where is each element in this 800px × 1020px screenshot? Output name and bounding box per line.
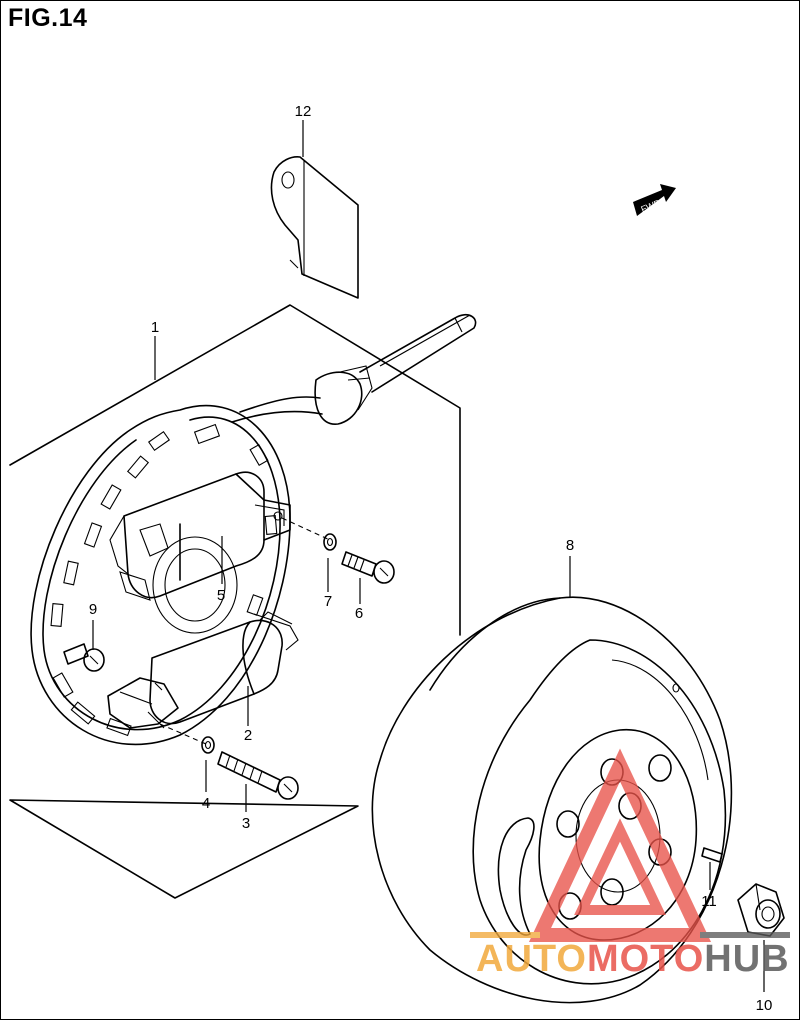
watermark-logo: [470, 748, 790, 942]
callout-5: 5: [217, 587, 225, 604]
callout-8: 8: [566, 537, 574, 554]
part-7-washer: [323, 533, 337, 551]
callout-1: 1: [151, 319, 159, 336]
callout-7: 7: [324, 593, 332, 610]
part-11-key: [701, 847, 723, 863]
callout-2: 2: [244, 727, 252, 744]
part-4-washer: [201, 736, 215, 754]
part-2-coil: [107, 611, 299, 729]
part-3-screw: [217, 751, 299, 800]
stator-plate: [30, 404, 291, 746]
part-9-screw: [63, 643, 105, 672]
callout-4: 4: [202, 795, 210, 812]
watermark-triangle-icon: [528, 748, 712, 942]
part-12-guard-plate: [270, 156, 359, 299]
callout-6: 6: [355, 605, 363, 622]
assembly-frame-1: [9, 304, 461, 899]
callout-10: 10: [756, 997, 773, 1014]
wire-harness: [231, 313, 477, 425]
part-10-nut: [737, 883, 785, 937]
figure-title: FIG.14: [8, 4, 88, 32]
fwd-arrow-icon: FWD: [633, 184, 676, 216]
callout-3: 3: [242, 815, 250, 832]
callout-12: 12: [295, 103, 312, 120]
callout-9: 9: [89, 601, 97, 618]
part-6-screw: [341, 551, 395, 584]
watermark-text: AUTOMOTOHUB: [476, 938, 790, 980]
watermark-part3: HUB: [704, 938, 789, 980]
callout-11: 11: [701, 893, 717, 910]
watermark-part1: AUTO: [476, 938, 587, 980]
part-5-coil: [109, 471, 291, 601]
watermark-part2: MOTO: [587, 938, 704, 980]
